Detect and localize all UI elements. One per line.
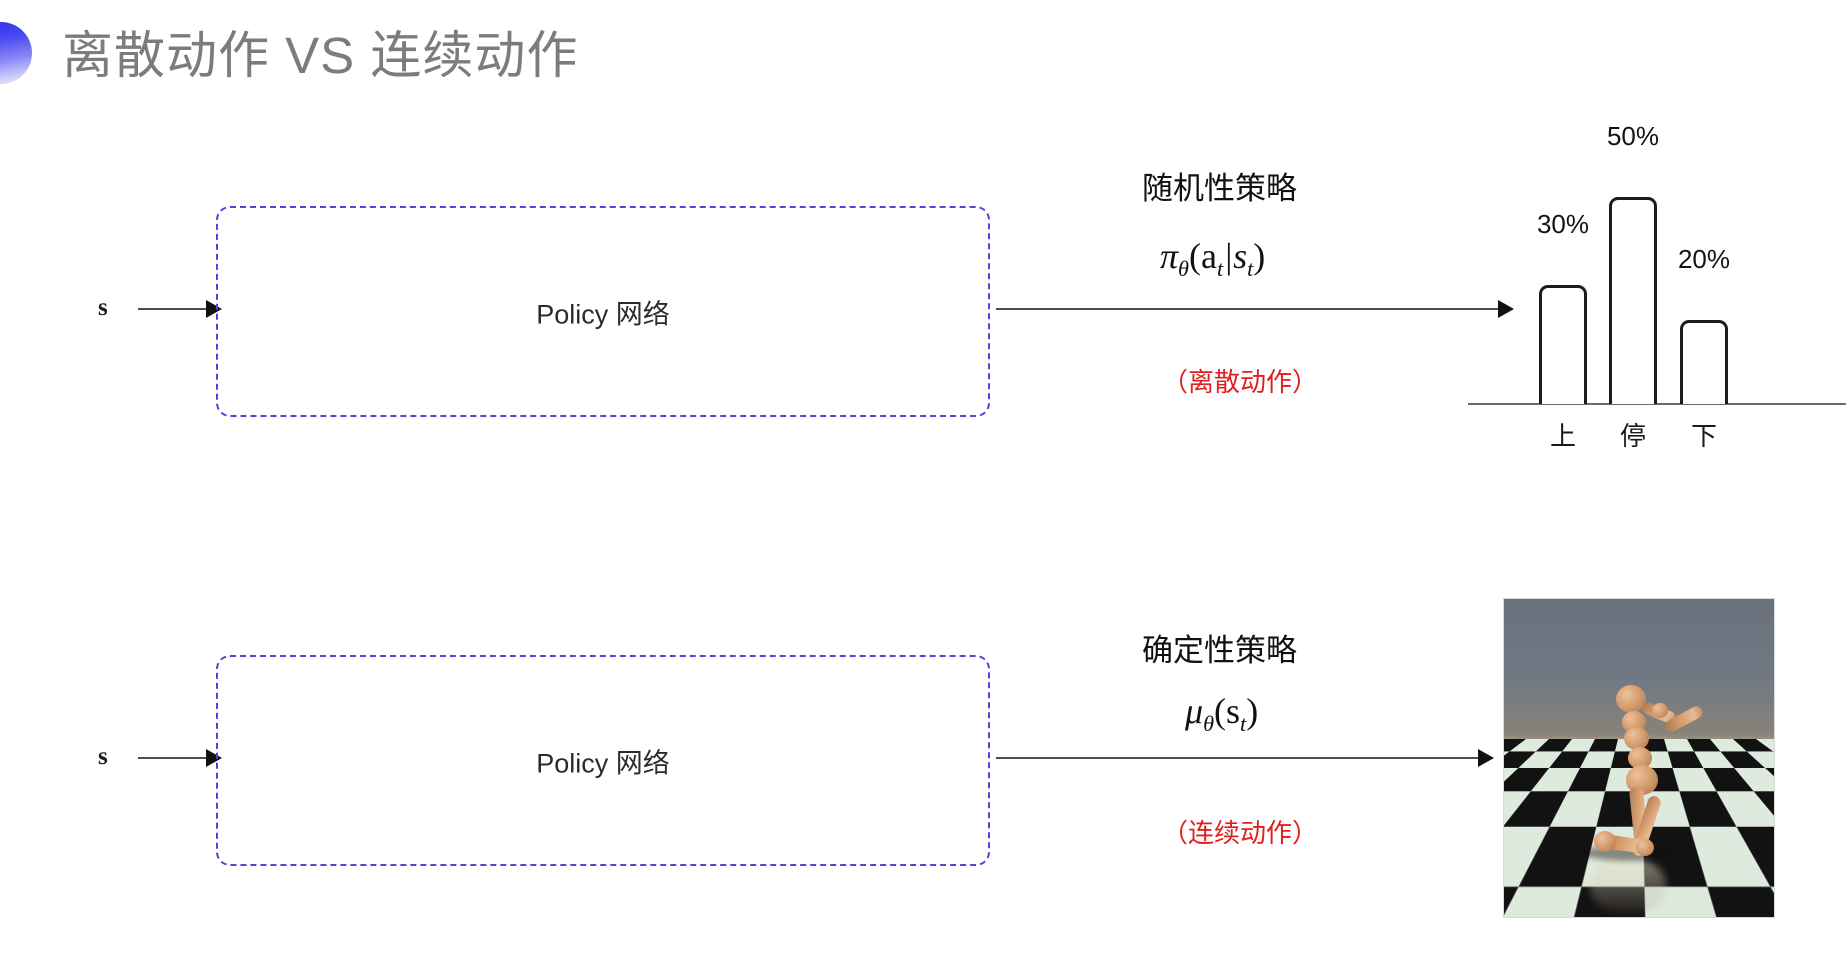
deterministic-policy-title: 确定性策略: [1142, 633, 1297, 668]
policy-network-box-continuous[interactable]: Policy 网络: [216, 655, 990, 866]
state-label-continuous: s: [98, 743, 108, 770]
output-arrow-head-discrete: [1498, 300, 1514, 318]
formula-t2: t: [1247, 256, 1254, 282]
formula-close: ): [1253, 236, 1266, 276]
formula-bar: |s: [1223, 236, 1248, 276]
formula-pi: π: [1160, 236, 1179, 276]
humanoid-simulation-image: [1503, 598, 1775, 918]
bar-value-stop: 50%: [1606, 121, 1660, 151]
stochastic-policy-formula: πθ(at|st): [1160, 235, 1265, 282]
policy-network-label-discrete: Policy 网络: [536, 299, 670, 329]
policy-network-box-discrete[interactable]: Policy 网络: [216, 206, 990, 417]
humanoid-lower-torso: [1628, 747, 1652, 769]
output-arrow-line-continuous: [996, 757, 1484, 759]
formula-theta-2: θ: [1203, 711, 1215, 737]
continuous-action-note: （连续动作）: [1162, 818, 1319, 848]
humanoid-mid-torso: [1624, 727, 1649, 750]
formula-theta: θ: [1178, 256, 1190, 282]
bar-up[interactable]: [1539, 285, 1587, 404]
bar-category-stop: 停: [1619, 421, 1646, 451]
formula-close-2: ): [1246, 691, 1259, 731]
action-probability-bar-chart: 30% 上 50% 停 20% 下: [1468, 110, 1846, 455]
formula-t3: t: [1240, 711, 1247, 737]
formula-t1: t: [1216, 256, 1224, 282]
input-arrow-line-continuous: [138, 757, 216, 759]
humanoid-figure: [1504, 599, 1774, 917]
stochastic-policy-title: 随机性策略: [1142, 171, 1297, 206]
formula-open: (a: [1189, 236, 1217, 276]
output-arrow-head-continuous: [1478, 749, 1494, 767]
formula-mu: μ: [1185, 691, 1204, 731]
bar-value-up: 30%: [1536, 209, 1590, 239]
state-label-discrete: s: [98, 294, 108, 321]
output-arrow-line-discrete: [996, 308, 1508, 310]
half-circle-gradient-icon: [0, 22, 32, 84]
humanoid-head: [1616, 685, 1646, 713]
humanoid-knee: [1594, 831, 1616, 852]
deterministic-policy-formula: μθ(st): [1185, 690, 1258, 737]
humanoid-hand: [1652, 703, 1668, 718]
formula-open-2: (s: [1214, 691, 1241, 731]
input-arrow-head-discrete: [206, 300, 222, 318]
input-arrow-head-continuous: [206, 749, 222, 767]
simulation-reflection: [1590, 857, 1666, 913]
bar-category-up: 上: [1549, 421, 1576, 451]
chart-baseline-axis: [1468, 403, 1846, 405]
bar-down[interactable]: [1680, 320, 1728, 404]
bar-stop[interactable]: [1609, 197, 1657, 404]
policy-network-label-continuous: Policy 网络: [536, 748, 670, 778]
humanoid-foot: [1636, 839, 1654, 856]
page-title: 离散动作 VS 连续动作: [62, 27, 579, 84]
input-arrow-line-discrete: [138, 308, 216, 310]
humanoid-forearm: [1663, 704, 1705, 734]
bar-value-down: 20%: [1677, 244, 1731, 274]
bar-category-down: 下: [1690, 421, 1717, 451]
discrete-action-note: （离散动作）: [1162, 367, 1319, 397]
